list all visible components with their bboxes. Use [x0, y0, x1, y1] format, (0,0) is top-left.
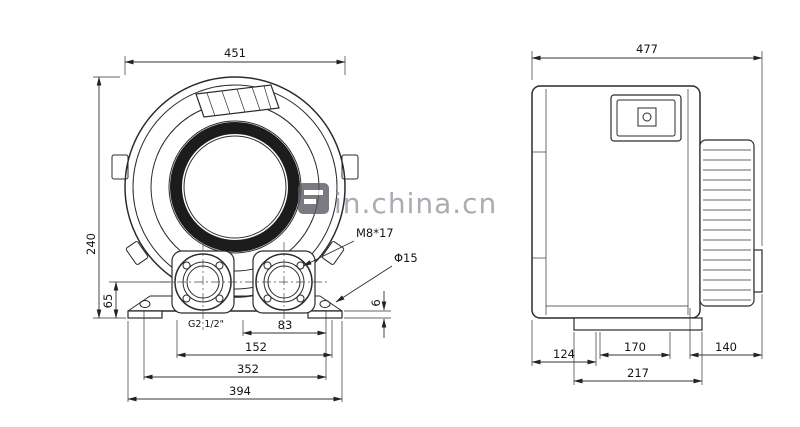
side-base-plate	[573, 317, 703, 331]
watermark: in.china.cn	[298, 183, 497, 220]
dim-port-center-height: 65	[101, 294, 115, 309]
motor-end-cap	[753, 249, 763, 293]
dim-170: 170	[624, 340, 646, 354]
dim-83: 83	[278, 318, 293, 332]
cable-gland	[642, 112, 652, 122]
dim-side-overall-width: 477	[636, 42, 658, 56]
front-view	[111, 76, 359, 330]
dim-352: 352	[237, 362, 259, 376]
front-view-dimensions: 451 240 65 6 M8*17 Φ15 G2 1/2" 83	[84, 46, 418, 402]
left-foot-hole	[139, 300, 151, 308]
lower-right-tab	[321, 241, 345, 265]
left-foot-pad	[127, 310, 163, 319]
right-foot-hole	[319, 300, 331, 308]
inlet-bore-circle	[183, 135, 287, 239]
dim-140: 140	[715, 340, 737, 354]
top-plate	[195, 84, 280, 118]
casing-lip-circle	[132, 84, 338, 290]
dim-152: 152	[245, 340, 267, 354]
label-port-thread: G2 1/2"	[188, 319, 224, 330]
watermark-text: in.china.cn	[334, 187, 497, 220]
right-tab	[341, 154, 359, 180]
side-view-dimensions: 477 124 170 140 217	[531, 42, 763, 385]
dim-pad-thickness: 6	[369, 299, 383, 306]
dim-overall-height: 240	[84, 233, 98, 255]
label-foot-hole-dia: Φ15	[394, 251, 418, 265]
casing-outer-circle	[124, 76, 346, 298]
side-view	[531, 85, 763, 331]
left-tab	[111, 154, 129, 180]
dim-394: 394	[229, 384, 251, 398]
dim-overall-width: 451	[224, 46, 246, 60]
dim-124: 124	[553, 347, 575, 361]
motor-body	[699, 139, 755, 307]
lower-left-tab	[125, 241, 149, 265]
inlet-ring-outer	[168, 120, 302, 254]
right-foot-pad	[307, 310, 343, 319]
inlet-dark-ring	[170, 122, 300, 252]
made-in-china-logo-icon	[298, 183, 329, 214]
dim-217: 217	[627, 366, 649, 380]
terminal-box	[610, 94, 682, 142]
label-bolt-spec: M8*17	[356, 226, 394, 240]
